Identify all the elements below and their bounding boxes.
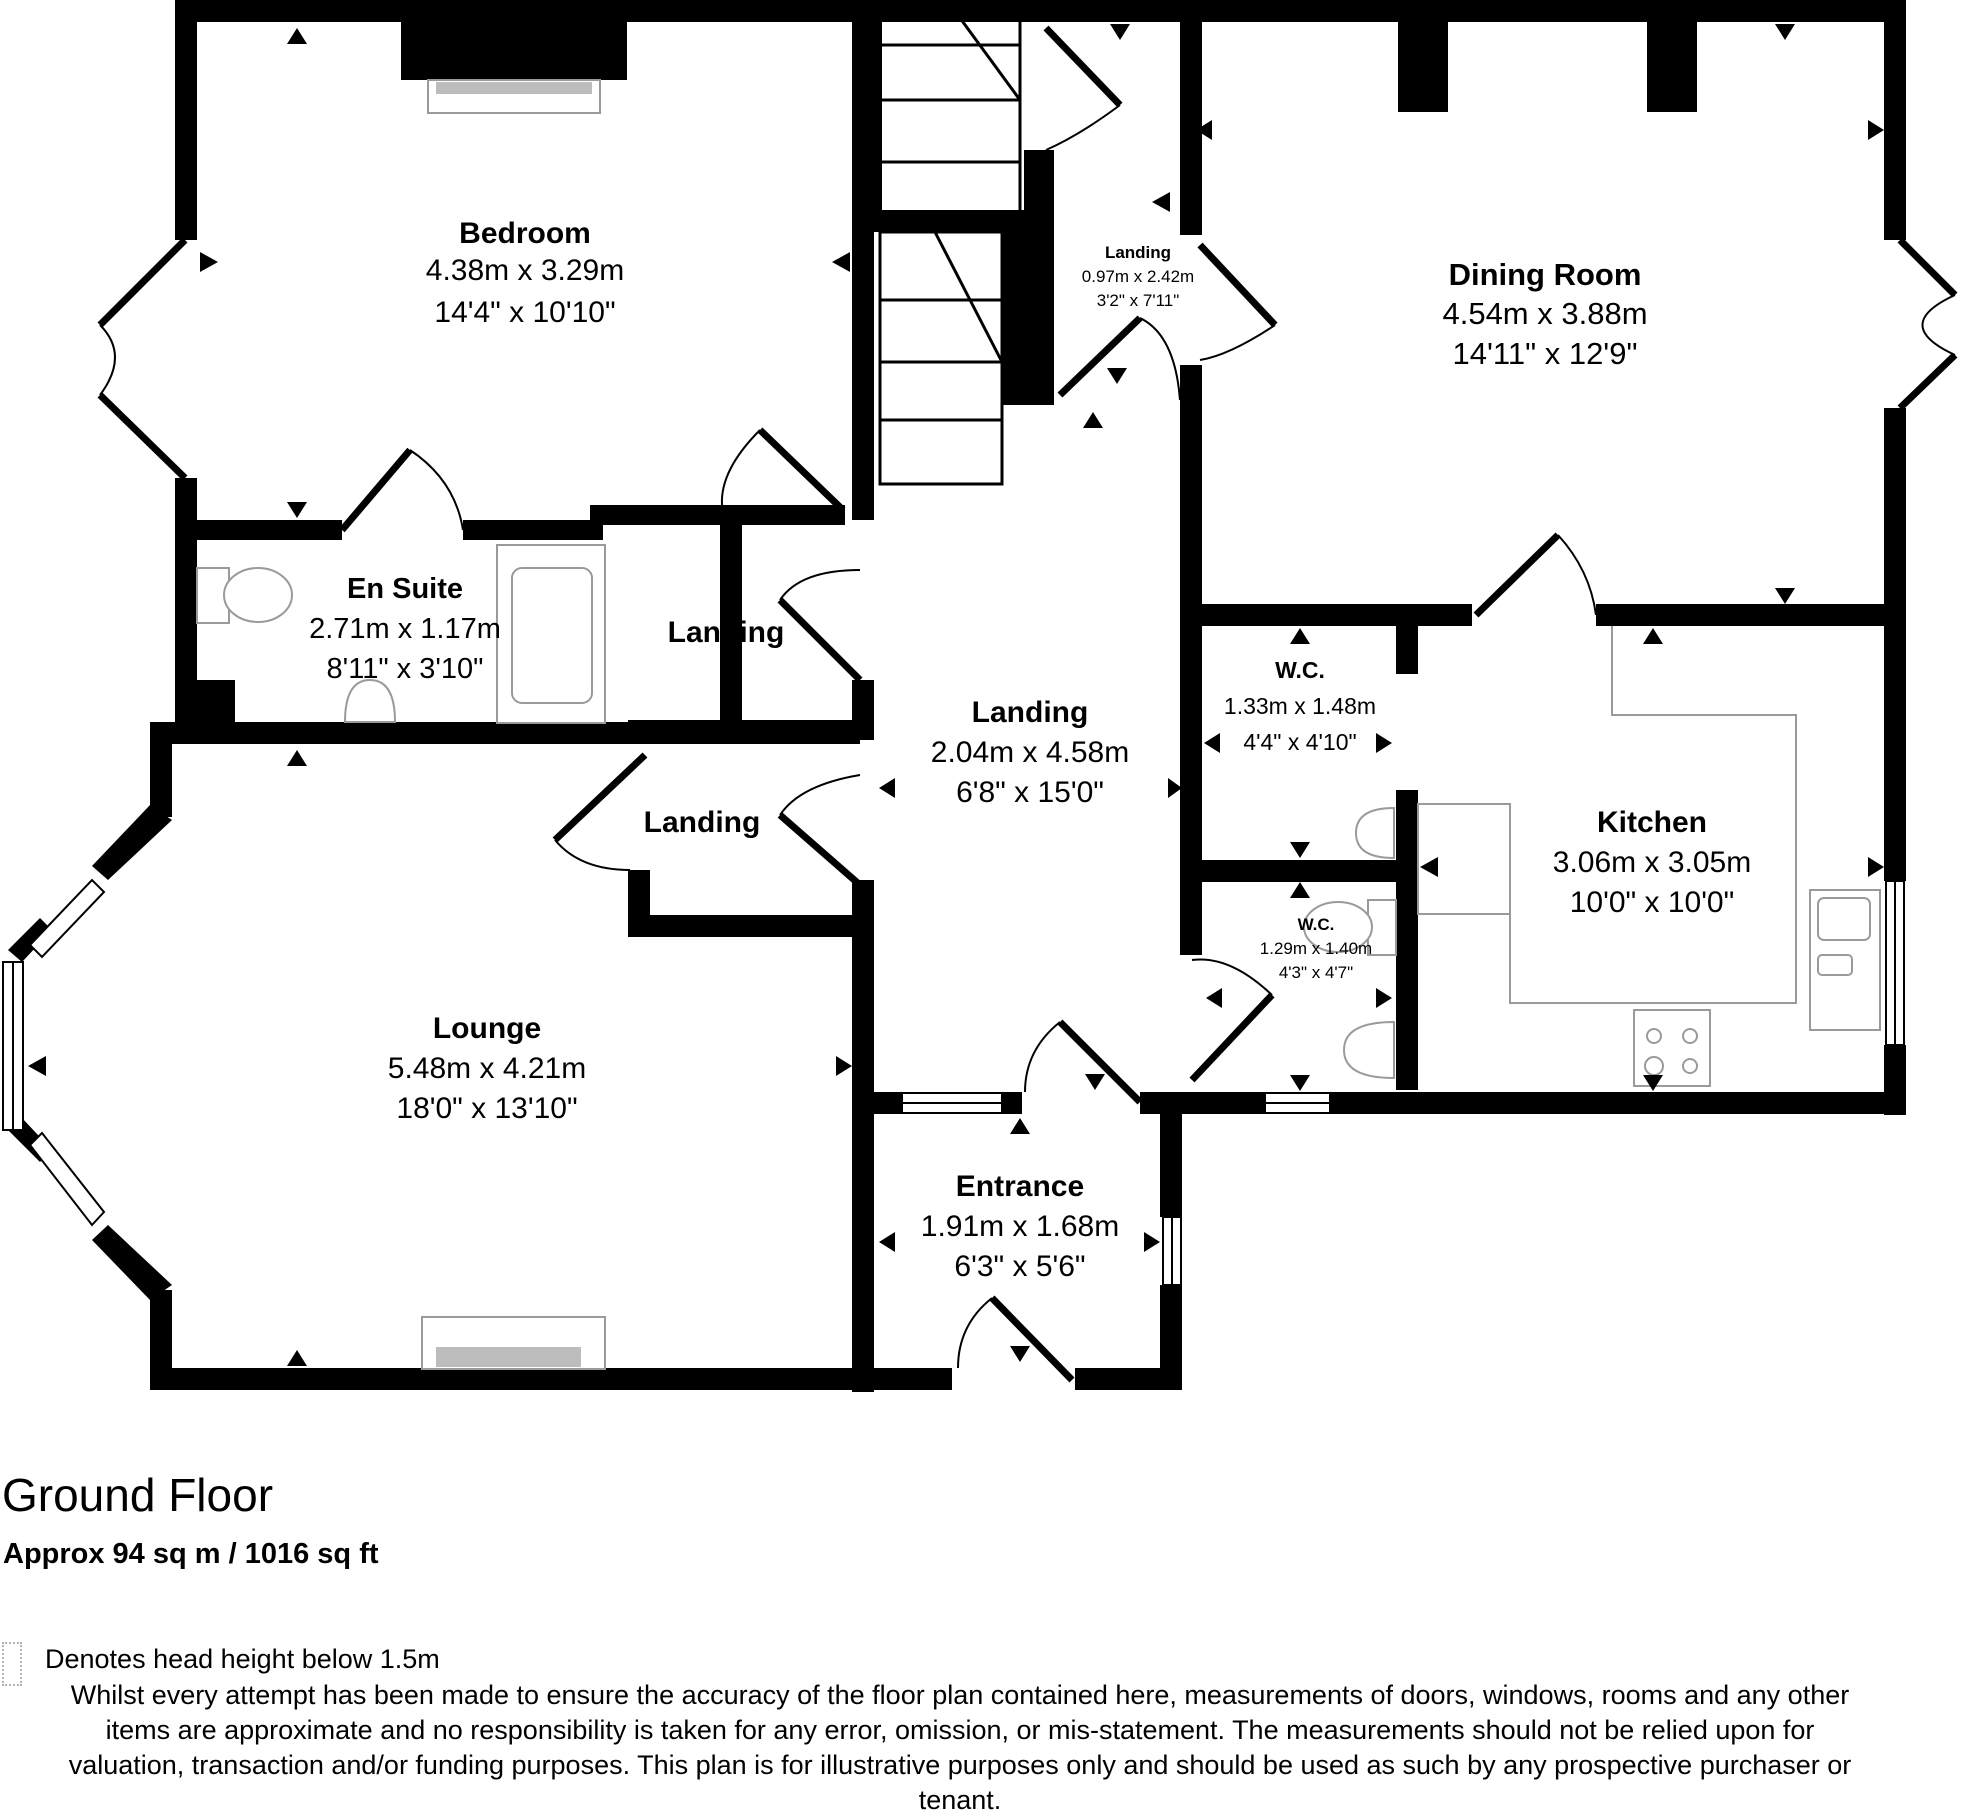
entrance-label: Entrance 1.91m x 1.68m 6'3" x 5'6" (921, 1170, 1119, 1283)
staircase (878, 16, 1022, 486)
wc-lower-label: W.C. 1.29m x 1.40m 4'3" x 4'7" (1260, 915, 1372, 982)
bedroom-metric: 4.38m x 3.29m (426, 254, 624, 287)
en-suite-name: En Suite (347, 573, 463, 605)
wc-upper-name: W.C. (1275, 657, 1325, 683)
dining-room-label: Dining Room 4.54m x 3.88m 14'11" x 12'9" (1442, 257, 1647, 371)
dining-room-name: Dining Room (1449, 257, 1642, 292)
measurement-arrows (28, 24, 1884, 1366)
landing-lower-left-label: Landing (644, 806, 761, 839)
en-suite-imperial: 8'11" x 3'10" (327, 653, 484, 685)
kitchen-metric: 3.06m x 3.05m (1553, 846, 1751, 879)
landing-main-name: Landing (972, 696, 1089, 729)
landing-main-metric: 2.04m x 4.58m (931, 736, 1129, 769)
bedroom-name: Bedroom (459, 217, 591, 250)
wc-lower-name: W.C. (1298, 915, 1335, 934)
bedroom-imperial: 14'4" x 10'10" (434, 296, 615, 329)
disclaimer: Whilst every attempt has been made to en… (68, 1680, 1852, 1815)
bedroom-label: Bedroom 4.38m x 3.29m 14'4" x 10'10" (426, 217, 624, 329)
entrance-imperial: 6'3" x 5'6" (954, 1250, 1085, 1283)
entrance-name: Entrance (956, 1170, 1084, 1203)
landing-upper-left-name: Landing (668, 616, 785, 649)
landing-main-imperial: 6'8" x 15'0" (956, 776, 1104, 809)
lounge-imperial: 18'0" x 13'10" (396, 1092, 577, 1125)
landing-small-name: Landing (1105, 243, 1171, 262)
lounge-name: Lounge (433, 1012, 541, 1045)
legend: Denotes head height below 1.5m (0, 1640, 900, 1690)
landing-lower-left-name: Landing (644, 806, 761, 839)
kitchen-label: Kitchen 3.06m x 3.05m 10'0" x 10'0" (1553, 806, 1751, 919)
room-labels: Bedroom 4.38m x 3.29m 14'4" x 10'10" Din… (309, 217, 1751, 1283)
landing-small-label: Landing 0.97m x 2.42m 3'2" x 7'11" (1082, 243, 1194, 310)
en-suite-label: En Suite 2.71m x 1.17m 8'11" x 3'10" (309, 573, 501, 685)
kitchen-name: Kitchen (1597, 806, 1707, 839)
landing-upper-left-label: Landing (668, 616, 785, 649)
wc-lower-metric: 1.29m x 1.40m (1260, 939, 1372, 958)
landing-main-label: Landing 2.04m x 4.58m 6'8" x 15'0" (931, 696, 1129, 809)
landing-small-imperial: 3'2" x 7'11" (1097, 291, 1180, 310)
lounge-metric: 5.48m x 4.21m (388, 1052, 586, 1085)
walls (8, 0, 1906, 1392)
floor-area: Approx 94 sq m / 1016 sq ft (3, 1538, 379, 1570)
floor-plan: Bedroom 4.38m x 3.29m 14'4" x 10'10" Din… (2, 0, 1958, 1392)
wc-upper-metric: 1.33m x 1.48m (1224, 693, 1376, 719)
entrance-metric: 1.91m x 1.68m (921, 1210, 1119, 1243)
wc-upper-imperial: 4'4" x 4'10" (1243, 729, 1356, 755)
en-suite-metric: 2.71m x 1.17m (309, 613, 501, 645)
head-height-swatch-icon (2, 1642, 22, 1686)
fixtures (196, 79, 1881, 1370)
landing-small-metric: 0.97m x 2.42m (1082, 267, 1194, 286)
dining-room-metric: 4.54m x 3.88m (1442, 296, 1647, 331)
doors (97, 25, 1958, 1383)
legend-text: Denotes head height below 1.5m (45, 1644, 440, 1674)
wc-lower-imperial: 4'3" x 4'7" (1279, 963, 1353, 982)
kitchen-imperial: 10'0" x 10'0" (1570, 886, 1735, 919)
windows (2, 878, 1905, 1286)
wc-upper-label: W.C. 1.33m x 1.48m 4'4" x 4'10" (1224, 657, 1376, 755)
lounge-label: Lounge 5.48m x 4.21m 18'0" x 13'10" (388, 1012, 586, 1125)
floor-title: Ground Floor (2, 1469, 274, 1521)
dining-room-imperial: 14'11" x 12'9" (1453, 336, 1638, 371)
